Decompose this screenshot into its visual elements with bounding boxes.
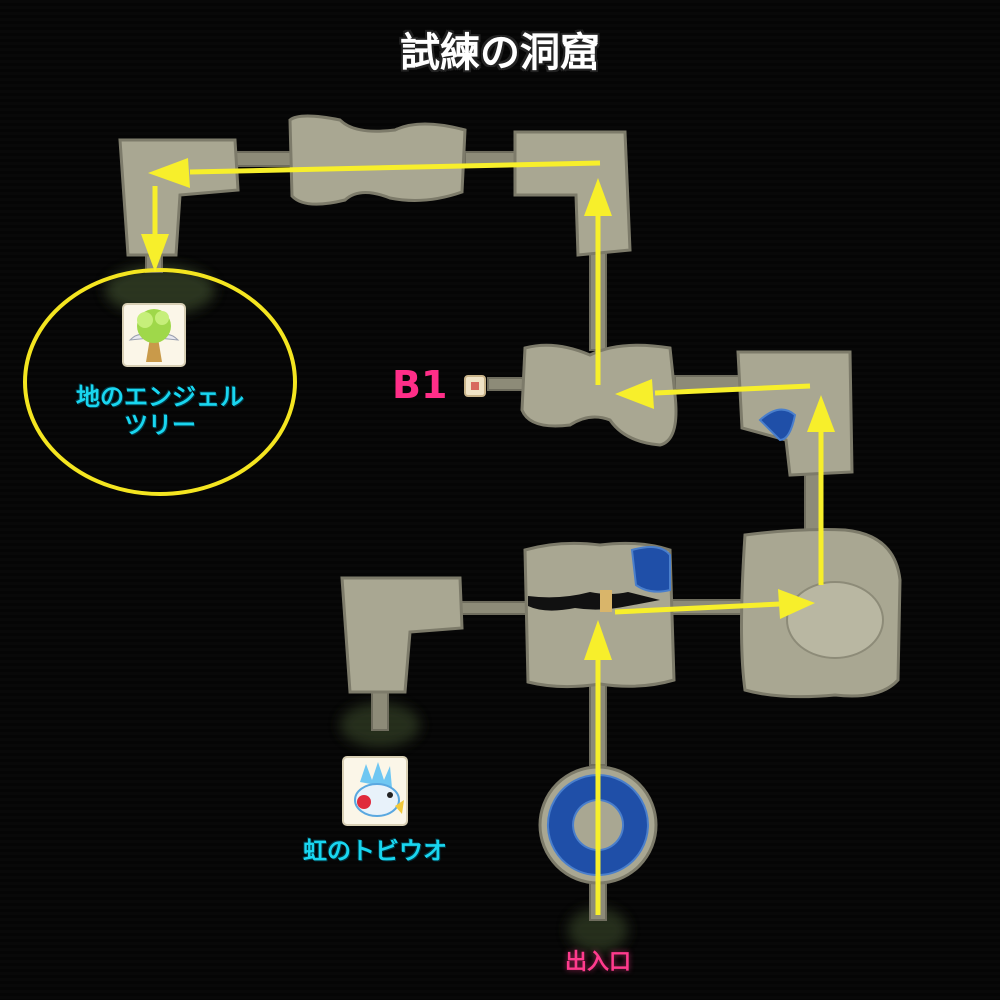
corridor-west [459, 601, 529, 615]
route-arrow-1 [584, 620, 612, 915]
route-arrows [141, 158, 835, 915]
rainbow-flying-fish-icon[interactable] [342, 756, 408, 826]
hub-crevice [528, 592, 660, 611]
route-arrow-4 [615, 379, 811, 409]
item-label-angel-tree-line2: ツリー [124, 410, 196, 439]
route-arrow-3 [807, 395, 835, 585]
entrance-label: 出入口 [564, 950, 631, 975]
hub-bridge [600, 590, 612, 612]
floor-label: B1 [392, 363, 448, 407]
route-arrow-5 [584, 178, 612, 385]
room-west [340, 576, 464, 694]
water-hub [630, 545, 671, 593]
stairs-mark [471, 382, 479, 390]
exit-glow-entrance [568, 908, 628, 952]
corridor-stairs [487, 377, 524, 391]
room-north [288, 114, 467, 206]
treasure-highlight-ring [23, 268, 297, 496]
item-label-angel-tree-line1: 地のエンジェル [76, 383, 244, 411]
southeast-plateau [786, 581, 884, 659]
hub-details [528, 581, 884, 659]
corridor-west-exit [371, 689, 389, 731]
angel-tree-icon[interactable] [122, 303, 186, 367]
route-arrow-7 [141, 186, 169, 272]
exit-glow-tree [105, 265, 215, 315]
room-northwest [118, 138, 240, 257]
item-label-flying-fish: 虹のトビウオ [303, 837, 447, 865]
route-arrow-6 [148, 158, 601, 188]
corridor-nw-n [234, 151, 296, 167]
water-areas [547, 408, 797, 876]
map-title: 試練の洞窟 [400, 29, 600, 76]
route-arrow-2 [614, 589, 815, 619]
water-east [758, 408, 797, 442]
item-label-angel-tree: 地のエンジェル ツリー [60, 383, 260, 439]
room-center [520, 343, 678, 447]
